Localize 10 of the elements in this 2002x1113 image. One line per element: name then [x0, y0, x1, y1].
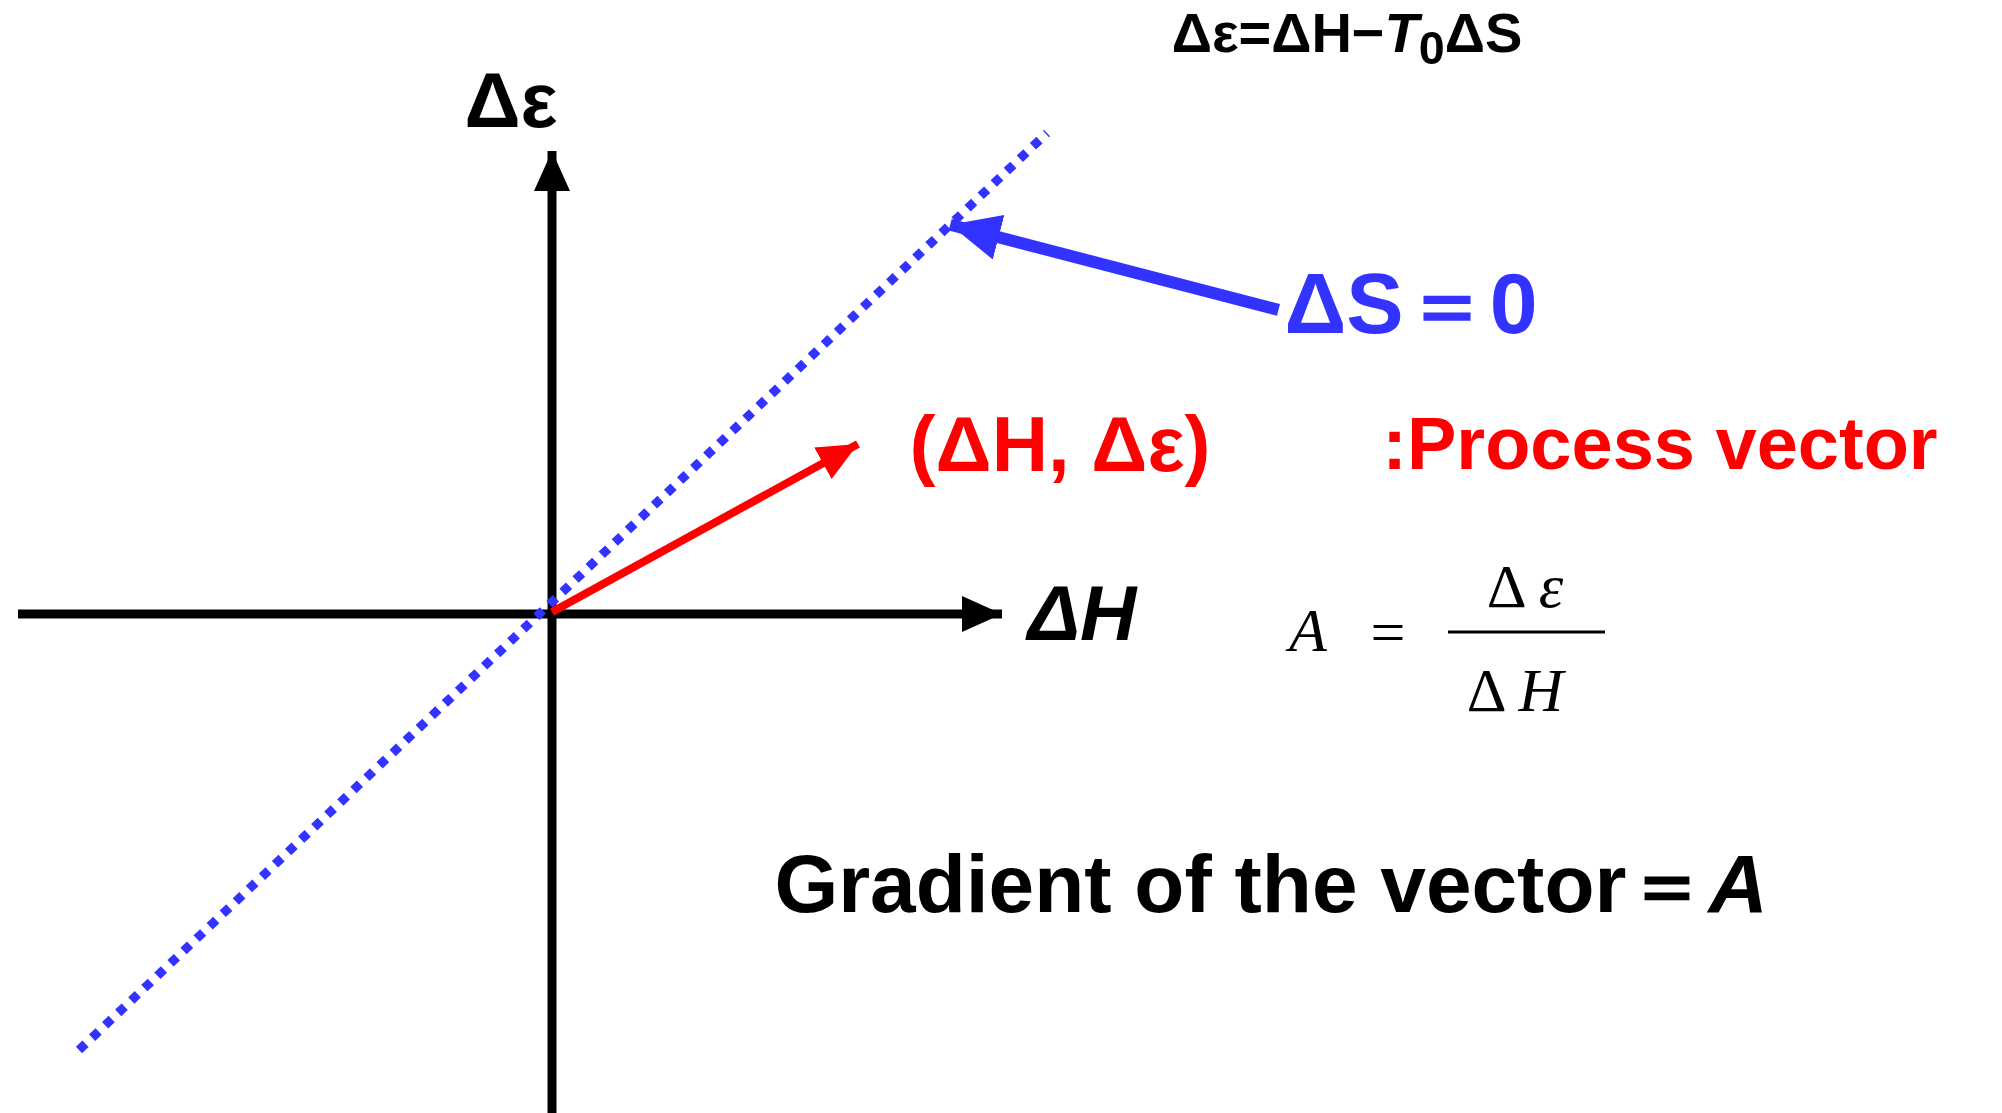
caption-text: Gradient of the vector＝A: [774, 843, 1768, 925]
axis-label: Δε: [464, 61, 558, 139]
formula-symbol: =: [1370, 601, 1406, 663]
leader-arrow: [948, 215, 1280, 316]
fraction-denominator: Δ H: [1466, 659, 1564, 721]
fraction-numerator: Δ ε: [1486, 555, 1564, 617]
formula-text: ΔS＝0: [1284, 260, 1538, 346]
equation-text: Δε=ΔH−T$_{0}$ΔS: [1171, 4, 1523, 72]
legend-text: :Process vector: [1382, 407, 1938, 481]
axis-label: ΔH: [1027, 574, 1137, 652]
